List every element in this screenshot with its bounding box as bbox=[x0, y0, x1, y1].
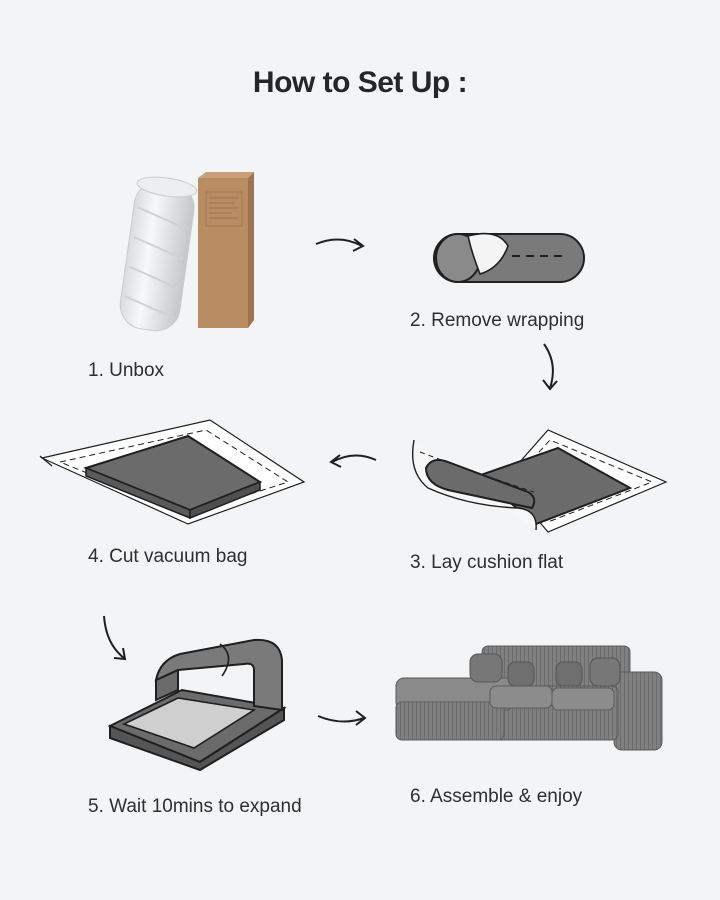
step-1-label: 1. Unbox bbox=[88, 360, 165, 381]
page-title: How to Set Up : bbox=[252, 66, 468, 99]
arrow-icon bbox=[329, 454, 377, 468]
remove-wrapping-illustration bbox=[433, 232, 585, 283]
unbox-illustration bbox=[119, 172, 254, 332]
step-4-label: 4. Cut vacuum bag bbox=[88, 546, 248, 567]
sectional-sofa-illustration bbox=[395, 645, 663, 751]
expanding-cushion-illustration bbox=[107, 638, 287, 772]
arrow-icon bbox=[542, 343, 558, 391]
arrow-icon bbox=[103, 615, 127, 661]
step-5-label: 5. Wait 10mins to expand bbox=[88, 796, 302, 817]
lay-cushion-flat-illustration bbox=[411, 429, 668, 533]
wrapped-roll bbox=[119, 176, 198, 332]
arrow-icon bbox=[317, 710, 367, 726]
step-2-label: 2. Remove wrapping bbox=[410, 310, 585, 331]
arrow-icon bbox=[315, 238, 365, 252]
step-3-label: 3. Lay cushion flat bbox=[410, 552, 564, 573]
cut-vacuum-bag-illustration bbox=[39, 419, 306, 525]
cardboard-box bbox=[198, 172, 254, 328]
step-6-label: 6. Assemble & enjoy bbox=[410, 786, 583, 807]
